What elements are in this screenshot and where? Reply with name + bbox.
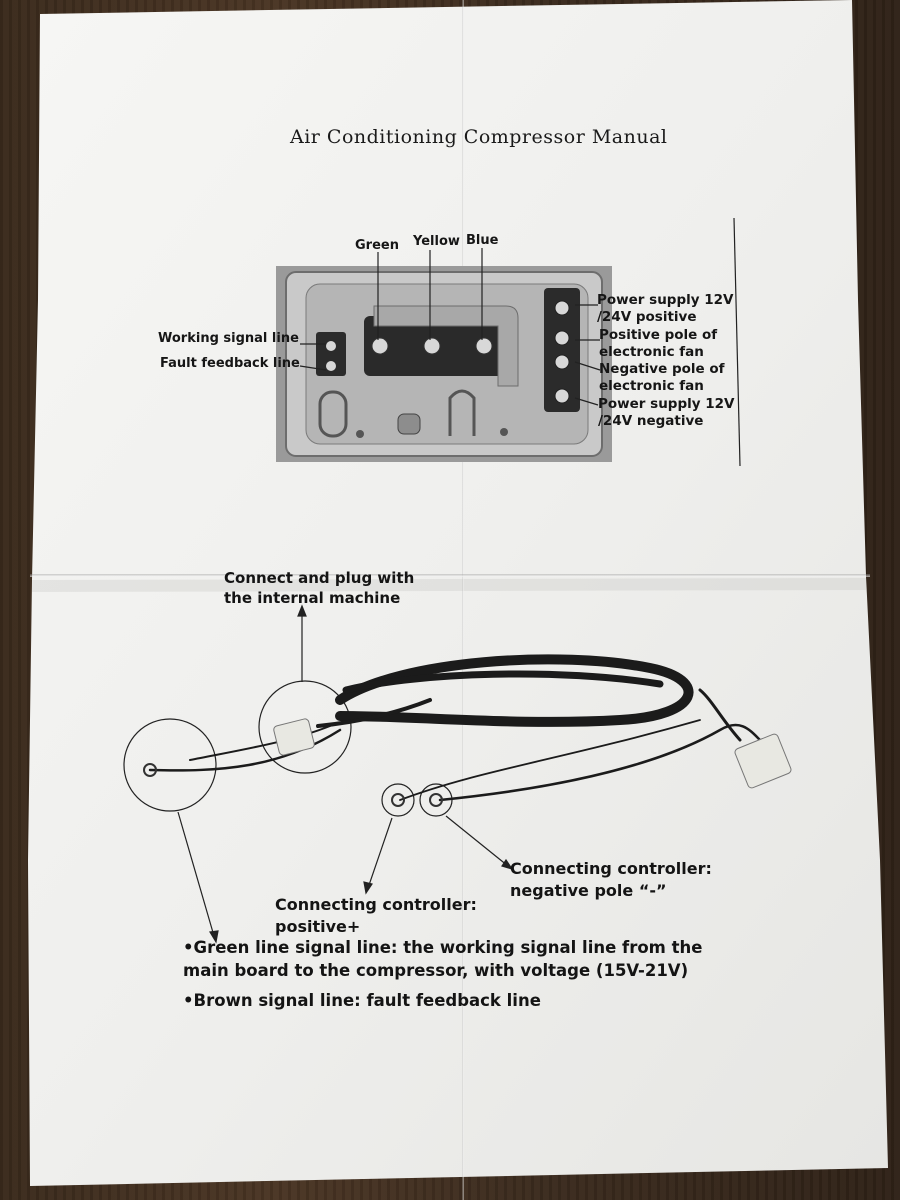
positive-pole-line2: positive+ xyxy=(275,917,361,936)
fan-positive-label: Positive pole of electronic fan xyxy=(599,327,717,361)
plug-callout xyxy=(258,680,352,774)
note-brown-line: •Brown signal line: fault feedback line xyxy=(183,990,541,1012)
note-green-line2: main board to the compressor, with volta… xyxy=(183,961,689,980)
power-negative-label: Power supply 12V /24V negative xyxy=(598,396,735,430)
power-positive-line2: /24V positive xyxy=(597,309,697,325)
power-positive-label: Power supply 12V /24V positive xyxy=(597,292,734,326)
fan-negative-line1: Negative pole of xyxy=(599,361,725,377)
fan-positive-line2: electronic fan xyxy=(599,344,704,360)
power-positive-line1: Power supply 12V xyxy=(597,292,734,308)
negative-pole-line1: Connecting controller: xyxy=(510,859,712,878)
working-signal-line-label: Working signal line xyxy=(158,331,299,346)
fan-negative-line2: electronic fan xyxy=(599,378,704,394)
power-negative-line1: Power supply 12V xyxy=(598,396,735,412)
wire-label-blue: Blue xyxy=(466,233,499,248)
fan-negative-label: Negative pole of electronic fan xyxy=(599,361,725,395)
positive-callout xyxy=(381,783,415,817)
ring-terminal-callout xyxy=(123,718,217,812)
power-negative-line2: /24V negative xyxy=(598,413,704,429)
negative-pole-line2: negative pole “-” xyxy=(510,881,667,900)
fan-positive-line1: Positive pole of xyxy=(599,327,718,343)
positive-pole-label: Connecting controller: positive+ xyxy=(275,894,477,938)
manual-title: Air Conditioning Compressor Manual xyxy=(290,126,668,148)
wire-label-green: Green xyxy=(355,238,399,253)
note-green-line: •Green line signal line: the working sig… xyxy=(183,936,702,982)
fault-feedback-line-label: Fault feedback line xyxy=(160,356,300,371)
connect-plug-line1: Connect and plug with xyxy=(224,569,415,587)
wire-label-yellow: Yellow xyxy=(413,234,460,249)
negative-pole-label: Connecting controller: negative pole “-” xyxy=(510,858,712,902)
connect-plug-label: Connect and plug with the internal machi… xyxy=(224,568,414,608)
vertical-fold xyxy=(462,0,464,1200)
note-green-line1: •Green line signal line: the working sig… xyxy=(183,938,703,957)
positive-pole-line1: Connecting controller: xyxy=(275,895,477,914)
connect-plug-line2: the internal machine xyxy=(224,589,401,607)
note-brown-line1: •Brown signal line: fault feedback line xyxy=(183,991,541,1010)
horizontal-fold xyxy=(30,574,870,577)
